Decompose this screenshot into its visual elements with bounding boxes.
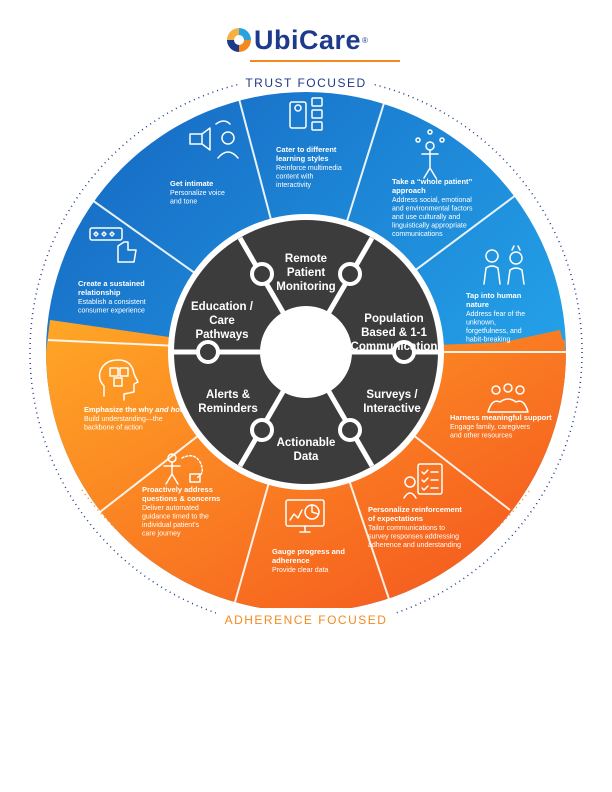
trust-focused-label: TRUST FOCUSED: [245, 76, 366, 90]
segment-title-whole: Take a “whole patient”approach: [392, 177, 473, 195]
segment-title-intimate: Get intimate: [170, 179, 213, 188]
human-nature-icon: [483, 245, 525, 285]
multimedia-touch-icon: [289, 97, 323, 131]
ubicare-logo-icon: [227, 28, 251, 52]
hub-label-surveys: Surveys /Interactive: [363, 389, 421, 415]
personal-voice-icon: [189, 120, 239, 159]
rating-thumb-icon: [89, 227, 137, 263]
brand-name-part2: Care: [299, 24, 362, 55]
segment-title-support: Harness meaningful support: [450, 413, 552, 422]
brand-registered-mark: ®: [362, 35, 368, 45]
whole-patient-icon: [415, 129, 445, 179]
adherence-focused-label: ADHERENCE FOCUSED: [225, 613, 388, 627]
guidance-path-icon: [163, 453, 203, 485]
hub-label-alerts: Alerts &Reminders: [198, 389, 257, 415]
hub-center-hole: [260, 306, 352, 398]
brand-underline: [250, 60, 400, 62]
segment-desc-gauge: Provide clear data: [272, 567, 329, 574]
hub-puzzle-knobs: [196, 262, 416, 442]
support-group-icon: [487, 383, 529, 413]
monitor-chart-icon: [285, 499, 325, 533]
head-puzzle-icon: [98, 359, 139, 401]
segment-title-why: Emphasize the why and how: [84, 405, 187, 414]
brand-name-part1: Ubi: [254, 24, 299, 55]
checklist-person-icon: [403, 463, 443, 499]
